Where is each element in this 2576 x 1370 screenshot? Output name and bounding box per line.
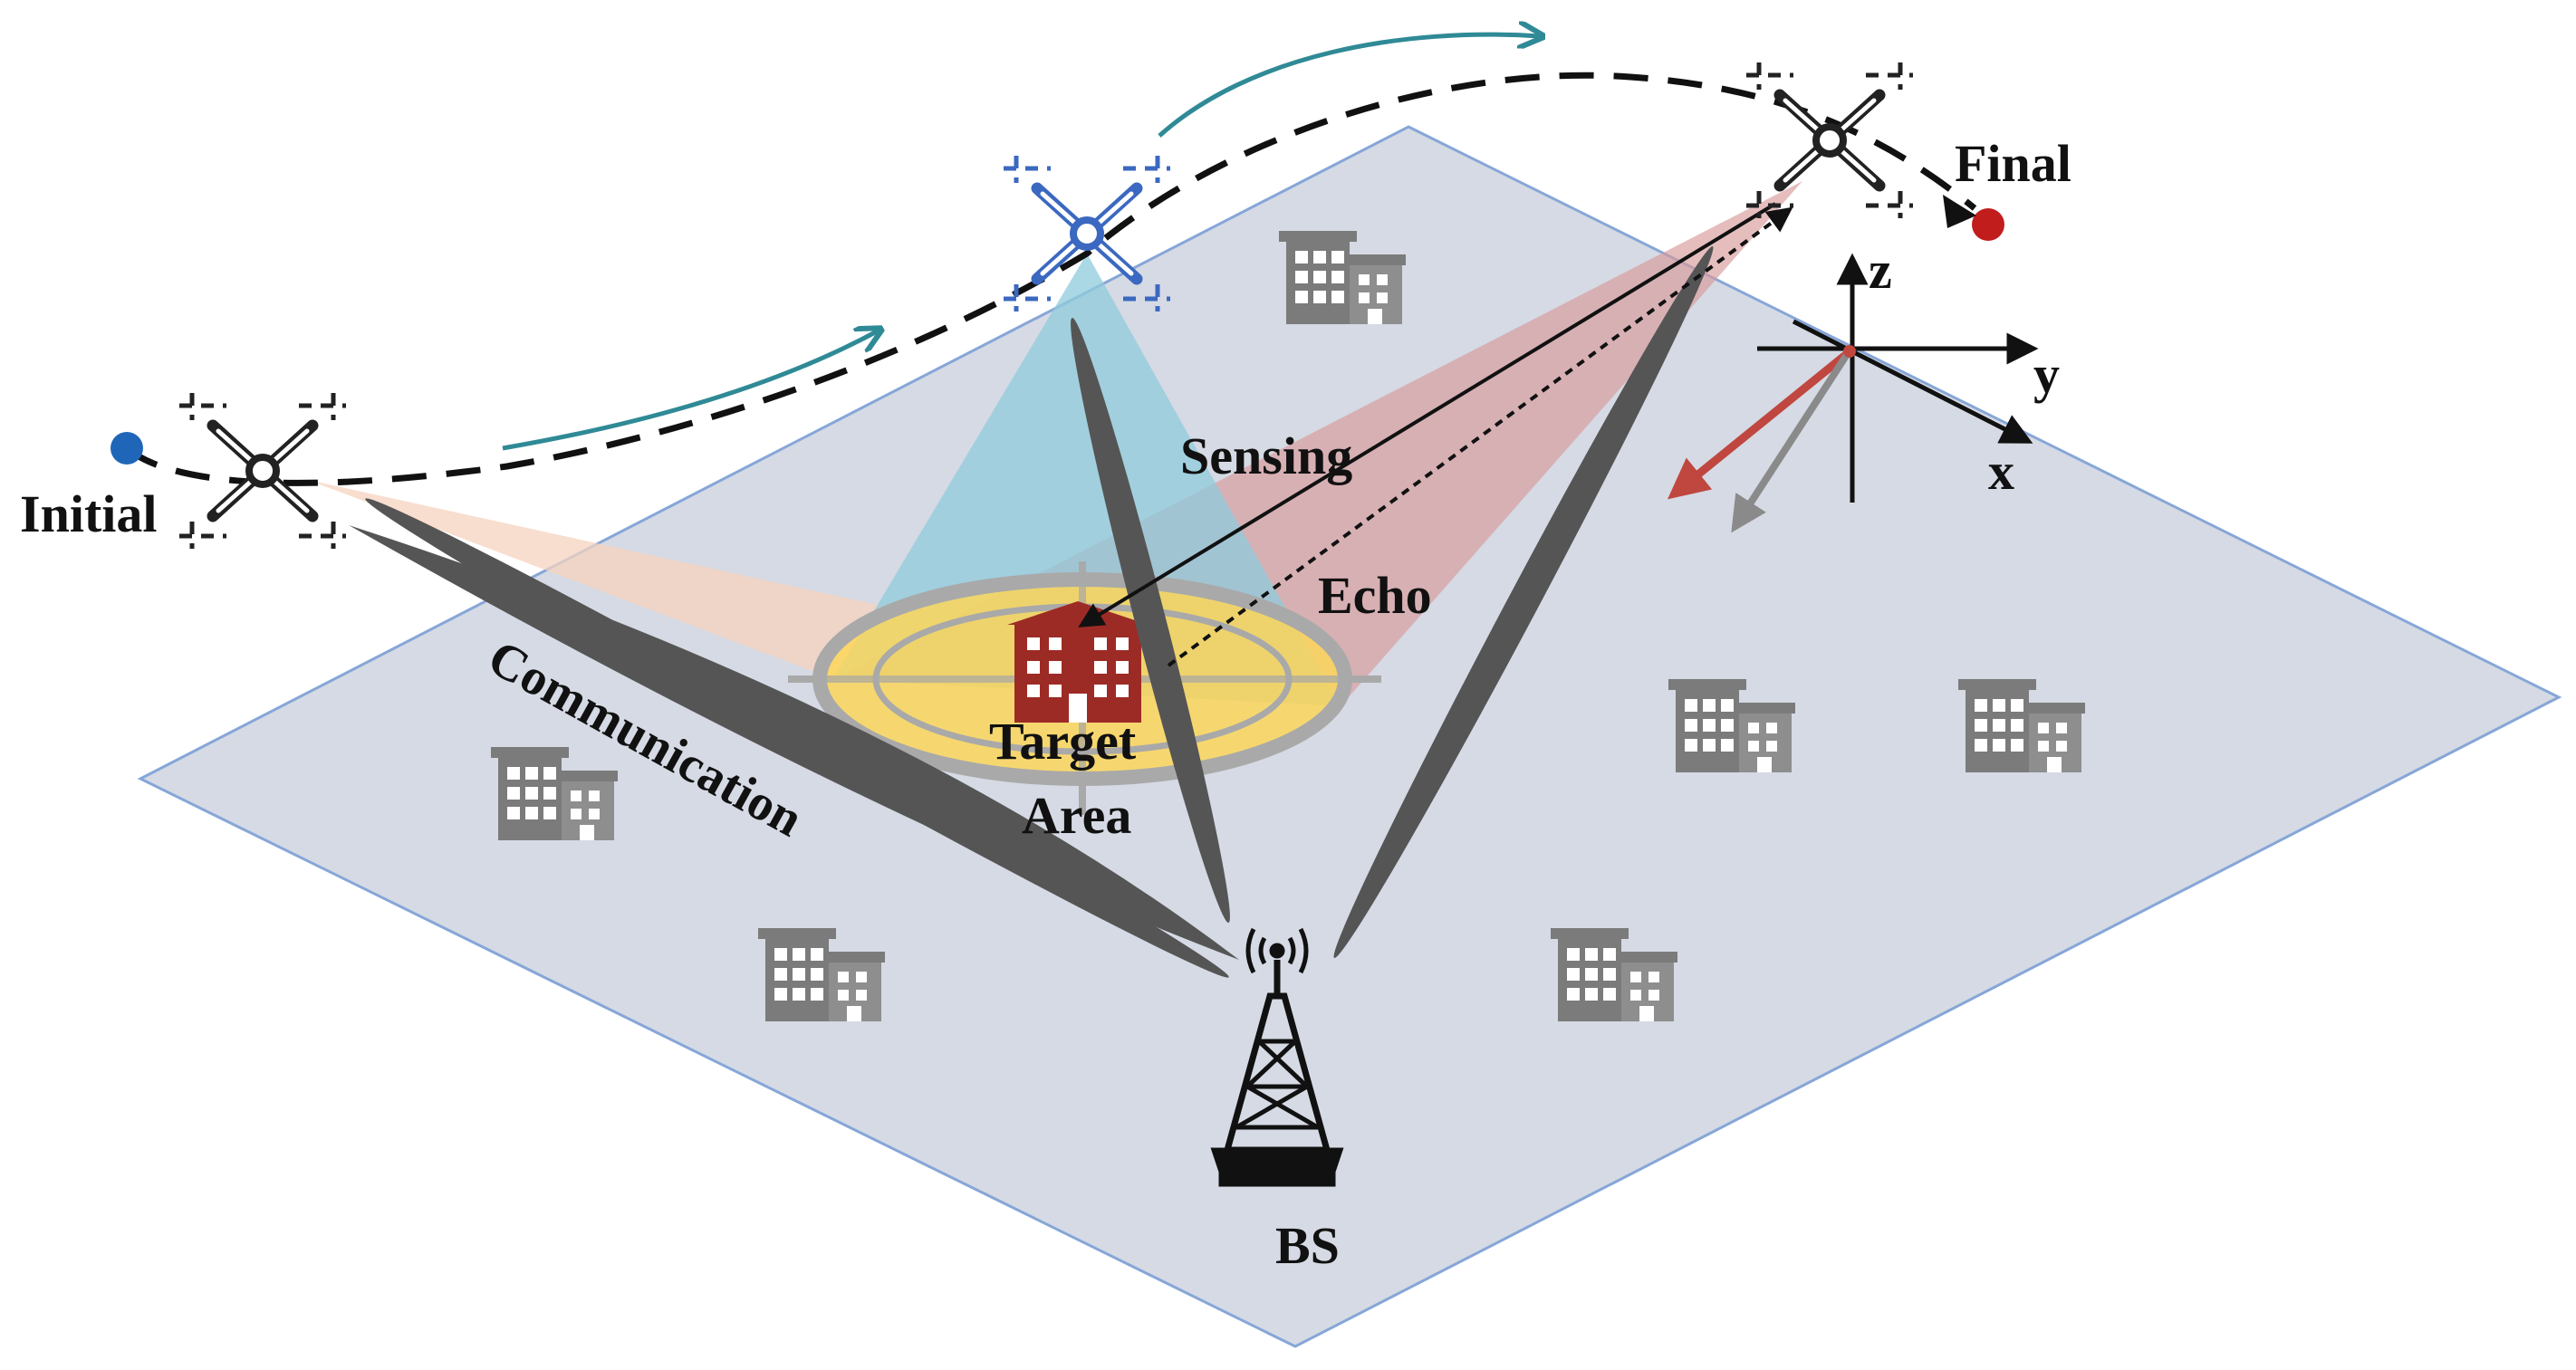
label-echo: Echo: [1318, 566, 1432, 625]
uav-trajectory: [124, 72, 1977, 486]
uav-icon: [1746, 62, 1913, 218]
label-area: Area: [1022, 786, 1131, 845]
label-sensing: Sensing: [1180, 426, 1352, 485]
communication-beams: [349, 246, 1714, 978]
initial-point: [111, 432, 143, 465]
label-final: Final: [1955, 134, 2071, 193]
coordinate-axes: [1668, 253, 2039, 533]
label-bs: BS: [1275, 1216, 1340, 1275]
trajectory-end-arrow: [1943, 195, 1976, 228]
final-point: [1972, 208, 2004, 241]
motion-arrow: [1158, 34, 1540, 138]
echo-arrow: [1167, 206, 1793, 667]
base-station-icon: [1210, 927, 1344, 1187]
motion-arrow: [502, 331, 879, 451]
label-axis-z: z: [1869, 241, 1892, 300]
target-building-icon: [1007, 601, 1149, 723]
uav-icon: [179, 393, 346, 549]
label-target: Target: [989, 712, 1137, 771]
sensing-arrow: [1078, 202, 1777, 628]
label-axis-x: x: [1988, 442, 2014, 501]
label-initial: Initial: [20, 484, 158, 543]
label-axis-y: y: [2033, 345, 2060, 404]
